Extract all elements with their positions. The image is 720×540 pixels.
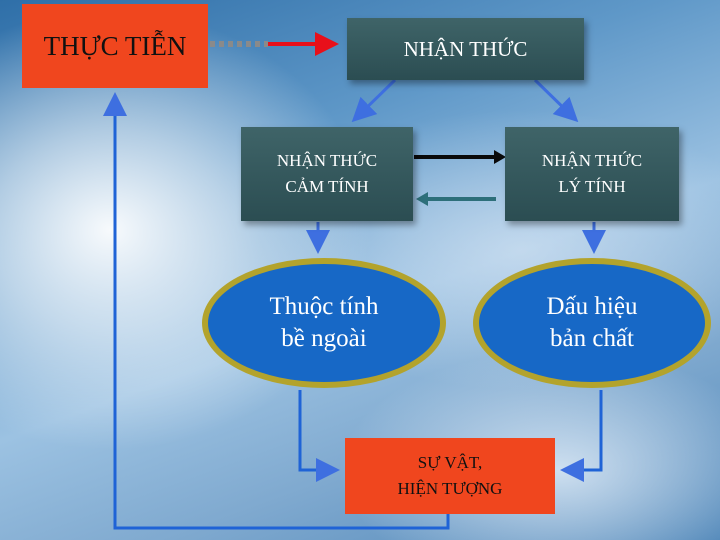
node-thuoc-tinh-label: Thuộc tính bề ngoài [269,293,379,352]
node-thuoc-tinh-be-ngoai: Thuộc tính bề ngoài [202,258,446,388]
feedback-loop-arrow [103,92,450,530]
arrow-ly-to-cam-head [416,192,428,206]
node-thuc-tien-label: THỰC TIỄN [43,30,187,61]
node-thuc-tien: THỰC TIỄN [22,4,208,88]
node-nhan-thuc: NHẬN THỨC [347,18,584,80]
node-nhan-thuc-label: NHẬN THỨC [403,36,528,61]
node-cam-tinh-label: NHẬN THỨC CẢM TÍNH [276,151,378,196]
arrow-cam-to-ly-head [494,150,506,164]
arrow-to-ly-tinh [533,78,579,123]
node-su-vat-hien-tuong: SỰ VẬT, HIỆN TƯỢNG [345,438,555,514]
node-ly-tinh-label: NHẬN THỨC LÝ TÍNH [541,151,643,196]
node-dau-hieu-ban-chat: Dấu hiệu bản chất [473,258,711,388]
arrow-left-to-su-vat [298,390,340,482]
node-nhan-thuc-ly-tinh: NHẬN THỨC LÝ TÍNH [505,127,679,221]
node-su-vat-label: SỰ VẬT, HIỆN TƯỢNG [397,453,503,498]
node-nhan-thuc-cam-tinh: NHẬN THỨC CẢM TÍNH [241,127,413,221]
arrow-to-cam-tinh [351,78,397,123]
node-dau-hieu-label: Dấu hiệu bản chất [546,293,638,352]
arrow-right-to-su-vat [560,390,603,482]
